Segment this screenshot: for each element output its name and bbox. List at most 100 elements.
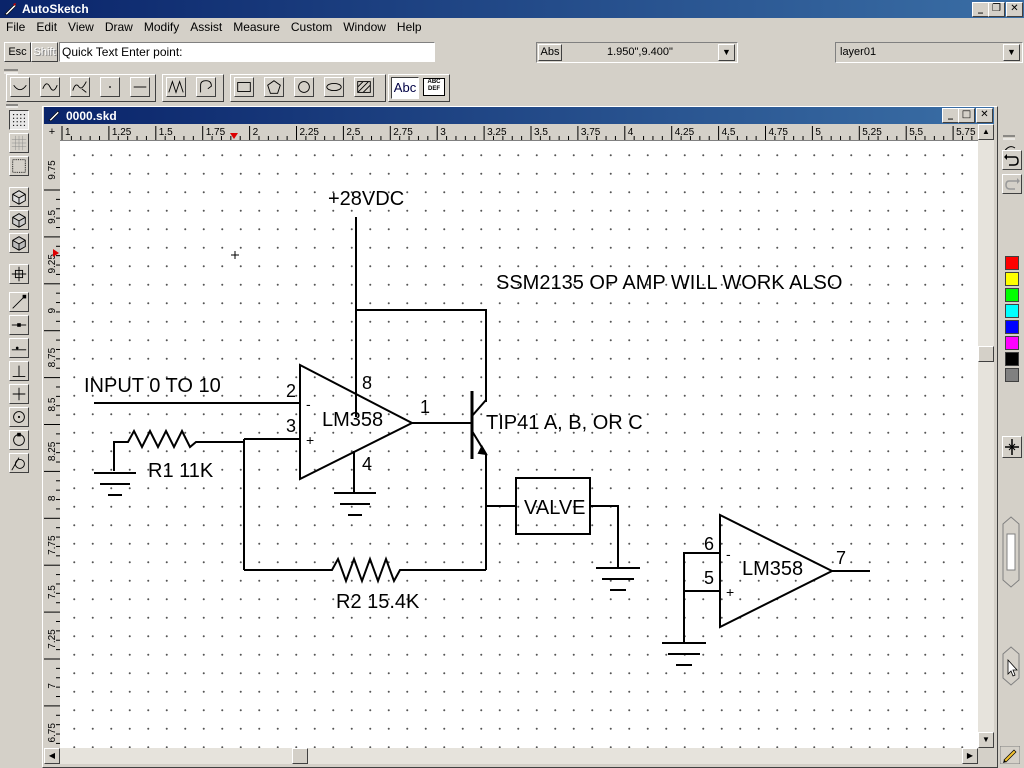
hatch-tool-icon[interactable] bbox=[354, 77, 374, 97]
polyarc-tool-icon[interactable] bbox=[196, 77, 216, 97]
ruler-h-label: 5.25 bbox=[862, 127, 882, 138]
snap-endpoint-icon[interactable] bbox=[9, 292, 29, 312]
menu-measure[interactable]: Measure bbox=[233, 20, 280, 34]
ortho-grid-icon[interactable] bbox=[9, 156, 29, 176]
pin-7-label: 7 bbox=[836, 548, 846, 568]
pin-1-label: 1 bbox=[420, 397, 430, 417]
ruler-v-label: 9.25 bbox=[47, 254, 58, 274]
redo-icon[interactable] bbox=[1002, 174, 1022, 194]
snap-tangent-icon[interactable] bbox=[9, 453, 29, 473]
pan-icon[interactable] bbox=[1002, 436, 1022, 458]
color-swatch-magenta[interactable] bbox=[1005, 336, 1019, 350]
snap-intersection-icon[interactable] bbox=[9, 384, 29, 404]
circle-tool-icon[interactable] bbox=[294, 77, 314, 97]
3d-view-icon[interactable] bbox=[9, 210, 29, 230]
ruler-v-label: 7.75 bbox=[47, 535, 58, 555]
polyline-tool-icon[interactable] bbox=[166, 77, 186, 97]
snap-perpendicular-icon[interactable] bbox=[9, 361, 29, 381]
coord-dropdown-icon[interactable]: ▼ bbox=[718, 44, 735, 61]
color-swatch-gray[interactable] bbox=[1005, 368, 1019, 382]
color-swatch-yellow[interactable] bbox=[1005, 272, 1019, 286]
coord-mode-button[interactable]: Abs bbox=[538, 44, 562, 61]
menu-edit[interactable]: Edit bbox=[36, 20, 58, 34]
freehand-tool-icon[interactable] bbox=[70, 77, 90, 97]
color-swatch-green[interactable] bbox=[1005, 288, 1019, 302]
polygon-tool-icon[interactable] bbox=[264, 77, 284, 97]
3d-box-icon[interactable] bbox=[9, 187, 29, 207]
color-swatch-black[interactable] bbox=[1005, 352, 1019, 366]
snap-center-icon[interactable] bbox=[9, 407, 29, 427]
undo-icon[interactable] bbox=[1002, 150, 1022, 170]
menu-custom[interactable]: Custom bbox=[290, 20, 333, 34]
drawing-canvas[interactable]: +28VDC SSM2135 OP AMP WILL WORK ALSO INP… bbox=[60, 141, 978, 748]
opamp2-label[interactable]: LM358 bbox=[742, 558, 803, 580]
transistor-label[interactable]: TIP41 A, B, OR C bbox=[486, 412, 643, 434]
color-swatch-cyan[interactable] bbox=[1005, 304, 1019, 318]
coordinate-display[interactable]: Abs 1.950",9.400" ▼ bbox=[536, 42, 738, 63]
point-tool-icon[interactable] bbox=[100, 77, 120, 97]
shift-button[interactable]: Shift bbox=[31, 42, 58, 62]
text-style-button[interactable]: ABC DEF bbox=[423, 78, 445, 96]
scroll-up-icon[interactable]: ▲ bbox=[978, 124, 994, 140]
minimize-button[interactable]: _ bbox=[972, 2, 989, 17]
rectangle-tool-icon[interactable] bbox=[234, 77, 254, 97]
menu-bar: File Edit View Draw Modify Assist Measure Custo… bbox=[0, 18, 1024, 38]
curve-tool-icon[interactable] bbox=[40, 77, 60, 97]
color-swatch-blue[interactable] bbox=[1005, 320, 1019, 334]
snap-nearest-icon[interactable] bbox=[9, 338, 29, 358]
text-tool-button[interactable]: Abc bbox=[391, 77, 419, 99]
zoom-slider[interactable] bbox=[1002, 516, 1020, 588]
ruler-v-label: 8.75 bbox=[47, 347, 58, 367]
menu-file[interactable]: File bbox=[6, 20, 26, 34]
zoom-cursor-icon[interactable] bbox=[1002, 646, 1020, 686]
menu-draw[interactable]: Draw bbox=[104, 20, 133, 34]
menu-modify[interactable]: Modify bbox=[143, 20, 180, 34]
valve-label[interactable]: VALVE bbox=[524, 497, 586, 519]
snap-point-icon[interactable] bbox=[9, 264, 29, 284]
scroll-right-icon[interactable]: ▶ bbox=[962, 748, 978, 764]
scroll-down-icon[interactable]: ▼ bbox=[978, 732, 994, 748]
ruler-h-label: 1.25 bbox=[112, 127, 132, 138]
arc-tool-icon[interactable] bbox=[10, 77, 30, 97]
input-label[interactable]: INPUT 0 TO 10 bbox=[84, 375, 221, 397]
layer-select[interactable]: layer01 ▼ bbox=[835, 42, 1023, 63]
line-tool-icon[interactable] bbox=[130, 77, 150, 97]
grid-display-icon[interactable] bbox=[9, 133, 29, 153]
snap-midpoint-icon[interactable] bbox=[9, 315, 29, 335]
note-label[interactable]: SSM2135 OP AMP WILL WORK ALSO bbox=[496, 272, 842, 294]
opamp1-minus-sign: - bbox=[306, 396, 311, 412]
restore-button[interactable]: ❐ bbox=[988, 2, 1005, 17]
snap-quadrant-icon[interactable] bbox=[9, 430, 29, 450]
menu-assist[interactable]: Assist bbox=[190, 20, 223, 34]
opamp1-label[interactable]: LM358 bbox=[322, 409, 383, 431]
grid-snap-icon[interactable] bbox=[9, 110, 29, 130]
command-prompt[interactable]: Quick Text Enter point: bbox=[59, 42, 435, 62]
r2-label[interactable]: R2 15.4K bbox=[336, 591, 420, 613]
vertical-scroll-thumb[interactable] bbox=[978, 346, 994, 362]
close-button[interactable]: ✕ bbox=[1006, 2, 1023, 17]
horizontal-scroll-thumb[interactable] bbox=[292, 748, 308, 764]
esc-button[interactable]: Esc bbox=[4, 42, 31, 62]
r1-label[interactable]: R1 11K bbox=[148, 460, 214, 482]
edit-pencil-icon[interactable] bbox=[1000, 746, 1020, 764]
supply-label[interactable]: +28VDC bbox=[328, 188, 404, 210]
left-toolbar-grip-icon bbox=[6, 104, 18, 108]
menu-window[interactable]: Window bbox=[343, 20, 386, 34]
schematic[interactable]: +28VDC SSM2135 OP AMP WILL WORK ALSO INP… bbox=[60, 141, 978, 748]
vertical-scrollbar[interactable]: ▲ ▼ bbox=[978, 124, 994, 748]
doc-minimize-button[interactable]: _ bbox=[942, 108, 959, 123]
ruler-v-label: 9.5 bbox=[47, 210, 58, 224]
scroll-left-icon[interactable]: ◀ bbox=[44, 748, 60, 764]
3d-rotate-icon[interactable] bbox=[9, 233, 29, 253]
doc-maximize-button[interactable]: □ bbox=[958, 108, 975, 123]
color-swatch-red[interactable] bbox=[1005, 256, 1019, 270]
menu-help[interactable]: Help bbox=[396, 20, 422, 34]
horizontal-scrollbar[interactable]: ◀ ▶ bbox=[44, 748, 978, 764]
ellipse-tool-icon[interactable] bbox=[324, 77, 344, 97]
layer-dropdown-icon[interactable]: ▼ bbox=[1003, 44, 1020, 61]
doc-close-button[interactable]: ✕ bbox=[976, 108, 993, 123]
menu-view[interactable]: View bbox=[68, 20, 94, 34]
ruler-v-label: 8.25 bbox=[47, 441, 58, 461]
ruler-origin-icon: + bbox=[44, 124, 60, 140]
